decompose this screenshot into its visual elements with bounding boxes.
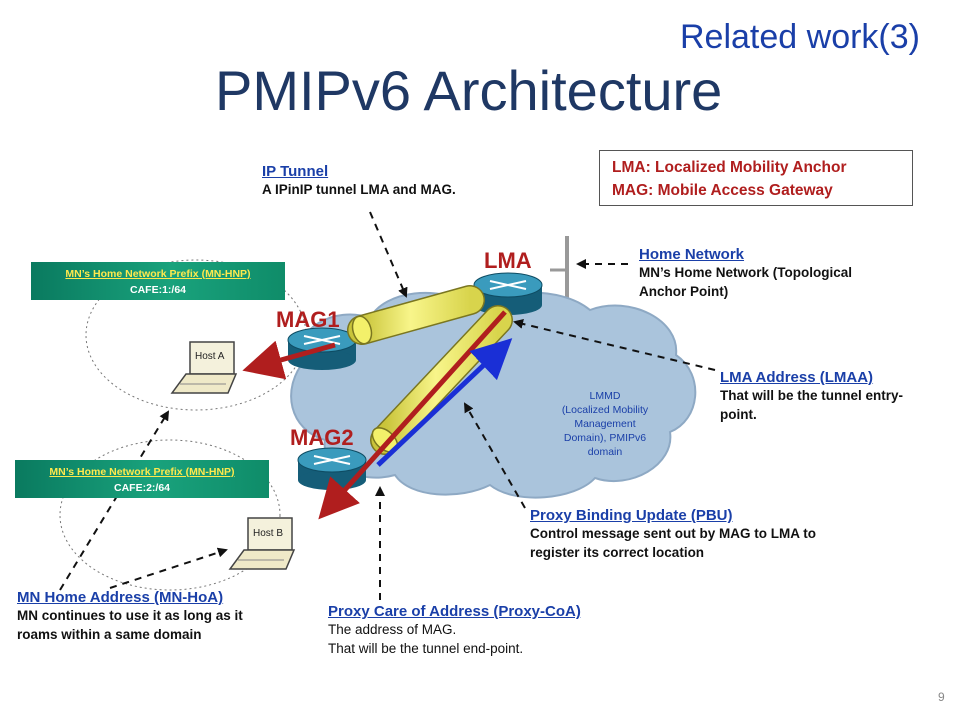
slide-subtitle: Related work(3) bbox=[680, 18, 920, 56]
home-network-line-2: Anchor Point) bbox=[639, 284, 729, 299]
lmaa-line-2: point. bbox=[720, 407, 757, 422]
proxy-coa-line-2: That will be the tunnel end-point. bbox=[328, 641, 524, 656]
pbu-line-2: register its correct location bbox=[530, 545, 705, 560]
home-network-lines bbox=[550, 236, 569, 300]
pbu-arrow bbox=[376, 338, 513, 467]
callout-lmaa bbox=[513, 319, 716, 371]
callout-hoa-host-b bbox=[109, 547, 228, 589]
ip-tunnel-desc: A IPinIP tunnel LMA and MAG. bbox=[262, 182, 456, 197]
label-lma: LMA bbox=[484, 248, 532, 273]
legend-lma: LMA: Localized Mobility Anchor bbox=[612, 159, 847, 176]
label-host-a: Host A bbox=[195, 351, 225, 362]
mn-hoa-line-2: roams within a same domain bbox=[17, 627, 202, 642]
prefix-box-mag2: MN’s Home Network Prefix (MN-HNP) CAFE:2… bbox=[15, 460, 269, 498]
mn-hoa-heading: MN Home Address (MN-HoA) bbox=[17, 589, 224, 606]
label-host-b: Host B bbox=[253, 528, 284, 539]
lmaa-line-1: That will be the tunnel entry- bbox=[720, 388, 904, 403]
prefix-heading: MN’s Home Network Prefix (MN-HNP) bbox=[49, 466, 235, 478]
proxy-coa-heading: Proxy Care of Address (Proxy-CoA) bbox=[328, 603, 581, 620]
router-lma bbox=[473, 272, 543, 315]
annotation-lmaa: LMA Address (LMAA) That will be the tunn… bbox=[720, 369, 903, 424]
mn-hoa-line-1: MN continues to use it as long as it bbox=[17, 608, 243, 623]
callout-ip-tunnel bbox=[369, 211, 408, 298]
callout-hoa-host-a bbox=[59, 410, 170, 591]
lmaa-heading: LMA Address (LMAA) bbox=[720, 369, 874, 386]
annotation-pbu: Proxy Binding Update (PBU) Control messa… bbox=[530, 507, 816, 562]
annotation-home-network: Home Network MN’s Home Network (Topologi… bbox=[639, 246, 852, 301]
prefix-value: CAFE:1:/64 bbox=[129, 284, 186, 296]
laptop-host-b bbox=[228, 517, 296, 570]
tunnel-mag1-lma bbox=[347, 285, 485, 345]
pbu-heading: Proxy Binding Update (PBU) bbox=[530, 507, 733, 524]
prefix-heading: MN’s Home Network Prefix (MN-HNP) bbox=[65, 268, 251, 280]
legend-mag: MAG: Mobile Access Gateway bbox=[612, 182, 833, 199]
pbu-line-1: Control message sent out by MAG to LMA t… bbox=[530, 526, 817, 541]
page-number: 9 bbox=[938, 690, 945, 704]
abbreviation-legend: LMA: Localized Mobility Anchor MAG: Mobi… bbox=[599, 150, 913, 206]
home-network-heading: Home Network bbox=[639, 246, 745, 263]
lmmd-label: LMMD (Localized Mobility Management Doma… bbox=[540, 389, 670, 459]
domain-circle-mag2 bbox=[59, 439, 281, 591]
annotation-mn-hoa: MN Home Address (MN-HoA) MN continues to… bbox=[17, 589, 243, 644]
lmmd-line-1: LMMD bbox=[589, 390, 621, 402]
data-path-arrow-mag1 bbox=[242, 340, 336, 380]
lmmd-line-3: Management bbox=[574, 418, 636, 430]
lmmd-line-4: Domain), PMIPv6 bbox=[563, 432, 647, 444]
slide-title: PMIPv6 Architecture bbox=[215, 59, 723, 122]
annotation-proxy-coa: Proxy Care of Address (Proxy-CoA) The ad… bbox=[328, 603, 581, 658]
lmmd-line-2: (Localized Mobility bbox=[561, 404, 649, 416]
annotation-ip-tunnel: IP Tunnel A IPinIP tunnel LMA and MAG. bbox=[262, 163, 456, 199]
label-mag1: MAG1 bbox=[276, 307, 340, 332]
lmmd-line-5: domain bbox=[587, 446, 623, 458]
home-network-line-1: MN’s Home Network (Topological bbox=[639, 265, 853, 280]
ip-tunnel-heading: IP Tunnel bbox=[262, 163, 329, 180]
prefix-box-mag1: MN’s Home Network Prefix (MN-HNP) CAFE:1… bbox=[31, 262, 285, 300]
label-mag2: MAG2 bbox=[290, 425, 354, 450]
proxy-coa-line-1: The address of MAG. bbox=[328, 622, 457, 637]
prefix-value: CAFE:2:/64 bbox=[113, 482, 170, 494]
router-mag2 bbox=[297, 447, 367, 490]
laptop-host-a bbox=[170, 341, 238, 394]
